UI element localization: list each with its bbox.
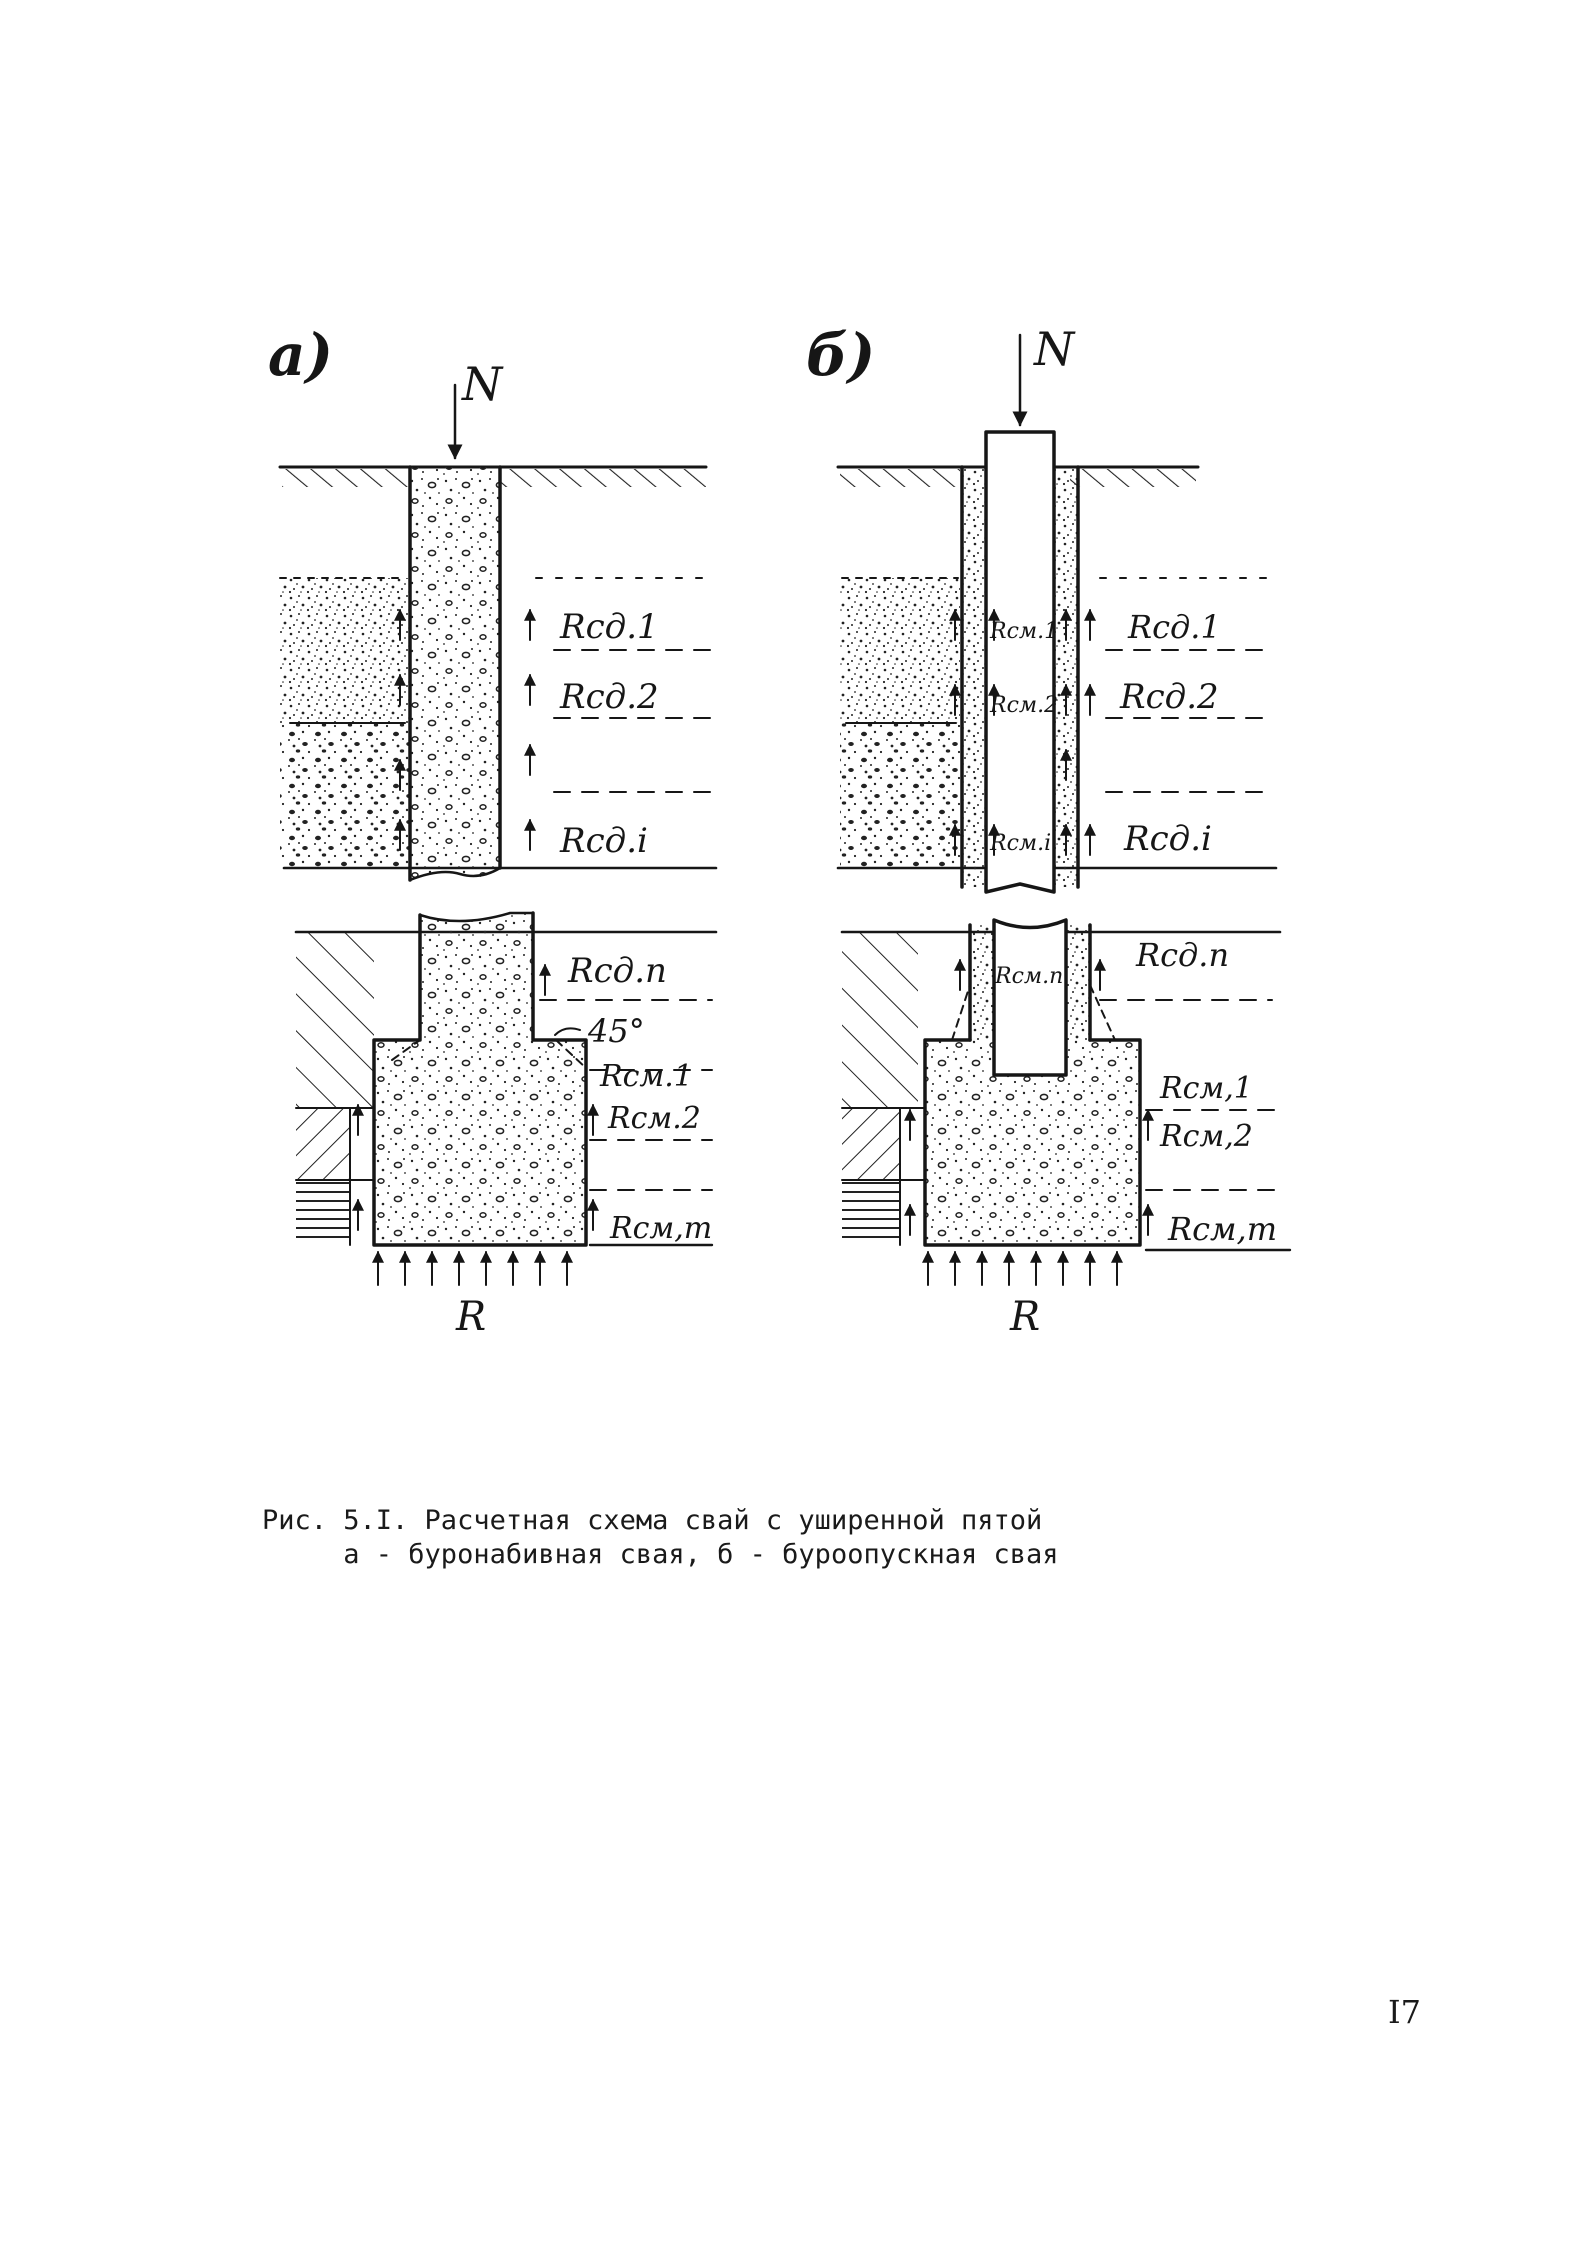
angle-leader-a [554, 1027, 581, 1036]
ground-surface-a [278, 465, 708, 487]
caption-line-2: а - буронабивная свая, б - буроопускная … [262, 1539, 1059, 1570]
pile-shaft-a [408, 465, 502, 882]
base-reaction-arrows-b [922, 1250, 1123, 1286]
panel-b-side-label-4: Rсд.п [1135, 936, 1229, 974]
panel-a-side-label-7: Rсм,m [609, 1211, 712, 1246]
panel-a-side-label-5: Rсм.1 [599, 1059, 693, 1094]
panel-b-side-label-5: Rсм,1 [1159, 1071, 1253, 1106]
panel-b-side-label-1: Rсд.1 [1127, 608, 1221, 646]
soil-layers-a-upper [279, 577, 718, 870]
panel-b-inner-label-1: Rсм.1 [989, 619, 1058, 644]
panel-b-reaction-label: R [1009, 1294, 1040, 1340]
panel-a-side-label-2: Rсд.2 [559, 677, 659, 717]
base-side-arrows-b [904, 958, 1154, 1236]
caption-line-1: Рис. 5.I. Расчетная схема свай с уширенн… [262, 1505, 1043, 1536]
panel-b-letter: б) [806, 321, 875, 389]
soil-layers-b-upper [836, 577, 1278, 870]
panel-a-side-label-6: Rсм.2 [607, 1101, 701, 1136]
panel-b-inner-label-4: Rсм.п [994, 964, 1063, 989]
pile-base-a [349, 911, 588, 1247]
panel-a-side-label-4: Rсд.п [567, 951, 667, 991]
figure-caption: Рис. 5.I. Расчетная схема свай с уширенн… [262, 1504, 1059, 1572]
panel-a-letter: а) [268, 321, 333, 389]
base-reaction-arrows-a [372, 1250, 573, 1286]
pile-base-b [899, 918, 1142, 1247]
panel-b-side-label-7: Rсм,m [1167, 1210, 1277, 1248]
panel-a-load-label: N [461, 357, 504, 411]
panel-a-side-label-3: Rсд.i [559, 821, 648, 861]
base-side-arrows-a [352, 963, 599, 1231]
friction-arrows-b [949, 608, 1096, 856]
panel-b-inner-label-3: Rсм.i [989, 831, 1051, 856]
page-number: I7 [1388, 1993, 1421, 2031]
panel-b [836, 333, 1292, 1286]
panel-b-side-label-3: Rсд.i [1123, 819, 1212, 859]
panel-b-side-label-6: Rсм,2 [1159, 1119, 1253, 1154]
panel-b-load-label: N [1033, 322, 1076, 376]
panel-a-side-label-1: Rсд.1 [559, 607, 659, 647]
soil-layers-b-lower [840, 930, 1292, 1252]
panel-b-side-label-2: Rсд.2 [1119, 677, 1219, 717]
panel-a-reaction-label: R [455, 1294, 486, 1340]
panel-a-angle-label: 45° [587, 1012, 645, 1050]
panel-b-inner-label-2: Rсм.2 [989, 693, 1058, 718]
friction-arrows-a [394, 608, 536, 851]
panel-a [278, 383, 718, 1286]
pile-shaft-b [960, 430, 1080, 894]
